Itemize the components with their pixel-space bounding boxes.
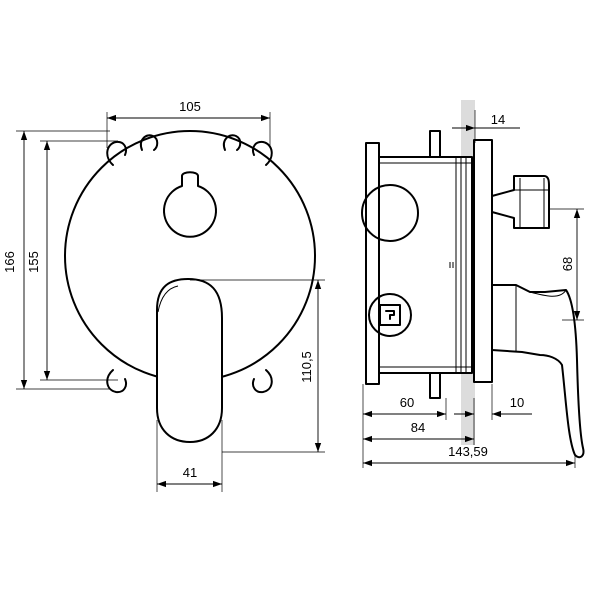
- front-view: [64, 130, 316, 443]
- side-dimensions: 14 68 60 10 84 143,59: [362, 110, 584, 468]
- front-dimensions: 105 166 155 110,5 41: [2, 99, 325, 492]
- dim-label-68: 68: [560, 257, 575, 271]
- mounting-box: [378, 156, 473, 374]
- cover-plate-side: [473, 139, 493, 383]
- mixer-handle: [156, 278, 223, 443]
- dim-label-155: 155: [26, 251, 41, 273]
- dim-label-166: 166: [2, 251, 17, 273]
- lever-handle-side: [491, 284, 585, 459]
- keyhole-opening: [163, 171, 217, 238]
- dim-label-14: 14: [491, 112, 505, 127]
- dim-label-10: 10: [510, 395, 524, 410]
- dim-label-143-59: 143,59: [448, 444, 488, 459]
- dim-label-60: 60: [400, 395, 414, 410]
- dim-label-110-5: 110,5: [299, 351, 314, 383]
- dim-label-105: 105: [179, 99, 201, 114]
- cartridge-port: [368, 293, 412, 337]
- diverter-port: [361, 184, 419, 242]
- dim-label-84: 84: [411, 420, 425, 435]
- side-view: [361, 100, 585, 459]
- dim-label-41: 41: [183, 465, 197, 480]
